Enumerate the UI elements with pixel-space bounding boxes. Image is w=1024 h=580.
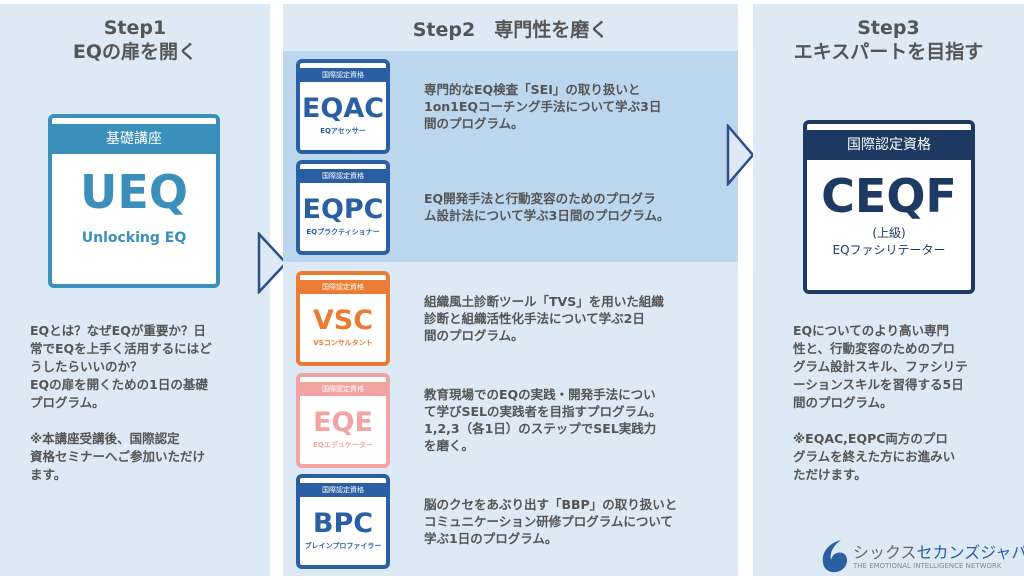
- text-line: 診断と組織活性化手法について学ぶ2日: [424, 310, 645, 326]
- text-line: ム設計法について学ぶ3日間のプログラム。: [424, 208, 670, 223]
- step3-description: EQについてのより高い専門性と、行動変容のためのプログラム設計スキル、ファシリテ…: [793, 322, 968, 484]
- badge-code: EQAC: [301, 93, 385, 124]
- badge-name: EQアセッサー: [320, 127, 366, 135]
- step2-title: Step2 専門性を磨く: [412, 19, 609, 41]
- text-line: EQの扉を開くための1日の基礎: [30, 377, 208, 392]
- badge-eqpc: 国際認定資格 EQPC EQプラクティショナー: [296, 160, 390, 255]
- text-line: て学びSELの実践者を目指すプログラム。: [424, 404, 662, 419]
- text-line: EQ開発手法と行動変容のためのプログラ: [424, 191, 656, 206]
- badge-code: VSC: [312, 305, 374, 336]
- badge-header: 国際認定資格: [300, 280, 386, 294]
- text-line: 学ぶ1日のプログラム。: [424, 530, 558, 546]
- text-line: グラム設計スキル、ファシリテ: [793, 359, 968, 374]
- text-line: 資格セミナーへご参加いただけ: [30, 449, 206, 464]
- badge-header: 国際認定資格: [300, 483, 386, 497]
- badge-header: 国際認定資格: [300, 382, 386, 396]
- logo-mark-icon: [822, 540, 847, 573]
- text-line: 1,2,3（各1日）のステップでSEL実践力: [424, 421, 657, 436]
- text-line: コミュニケーション研修プログラムについて: [424, 513, 674, 529]
- text-line: ます。: [30, 467, 67, 482]
- text-line: EQについてのより高い専門: [793, 323, 950, 338]
- program-description: EQ開発手法と行動変容のためのプログラム設計法について学ぶ3日間のプログラム。: [424, 190, 669, 224]
- badge-name: EQエデュケーター: [313, 441, 373, 449]
- text-line: ただけます。: [793, 467, 867, 482]
- badge-header: 国際認定資格: [300, 68, 386, 82]
- text-line: EQとは？なぜEQが重要か？日: [30, 323, 206, 338]
- badge-code: BPC: [312, 508, 374, 539]
- text-line: ーションスキルを習得する5日: [793, 377, 964, 392]
- badge-eqe: 国際認定資格 EQE EQエデュケーター: [296, 373, 390, 468]
- badge-bpc: 国際認定資格 BPC ブレインプロファイラー: [296, 474, 390, 569]
- text-line: プログラム。: [30, 395, 105, 410]
- program-description: 脳のクセをあぶり出す「BBP」の取り扱いとコミュニケーション研修プログラムについ…: [424, 496, 677, 547]
- arrow-right-icon: [257, 232, 288, 294]
- text-line: うしたらいいのか？: [30, 359, 143, 374]
- text-line: 脳のクセをあぶり出す「BBP」の取り扱いと: [424, 496, 678, 512]
- step2-panel: Step2 専門性を磨く 国際認定資格 EQAC EQアセッサー 専門的なEQ検査「S…: [283, 4, 738, 576]
- badge-name: EQプラクティショナー: [306, 228, 380, 236]
- text-line: を磨く。: [424, 438, 475, 453]
- text-line: 間のプログラム。: [424, 115, 524, 131]
- text-line: 間のプログラム。: [793, 395, 893, 410]
- badge-name: ブレインプロファイラー: [304, 542, 382, 550]
- text-line: 教育現場でのEQの実践・開発手法につい: [424, 387, 656, 402]
- text-line: グラムを終えた方にお進みい: [793, 449, 956, 464]
- text-line: 常でEQを上手く活用するにはど: [30, 341, 212, 356]
- badge-vsc: 国際認定資格 VSC VSコンサルタント: [296, 271, 390, 366]
- text-line: 組織風土診断ツール「TVS」を用いた組織: [424, 293, 664, 309]
- badge-eqac: 国際認定資格 EQAC EQアセッサー: [296, 59, 390, 154]
- program-description: 組織風土診断ツール「TVS」を用いた組織診断と組織活性化手法について学ぶ2日間の…: [424, 293, 664, 344]
- text-line: 専門的なEQ検査「SEI」の取り扱いと: [424, 81, 641, 97]
- text-line: ※本講座受講後、国際認定: [30, 431, 180, 446]
- text-line: [30, 412, 212, 430]
- text-line: 性と、行動変容のためのプロ: [793, 341, 956, 356]
- arrow-right-icon: [726, 124, 755, 186]
- text-line: 間のプログラム。: [424, 327, 524, 343]
- badge-header: 国際認定資格: [300, 169, 386, 183]
- step1-description: EQとは？なぜEQが重要か？日常でEQを上手く活用するにはどうしたらいいのか？ E…: [30, 322, 212, 484]
- company-logo: シックスセカンズジャパン THE EMOTIONAL INTELLIGENCE …: [819, 538, 1024, 574]
- ceqf-badge: 国際認定資格 CEQF (上級) EQファシリテーター: [803, 120, 975, 294]
- text-line: [793, 412, 968, 430]
- ueq-badge: 基礎講座 UEQ Unlocking EQ: [48, 114, 220, 288]
- text-line: 1on1EQコーチング手法について学ぶ3日: [424, 98, 662, 114]
- text-line: ※EQAC,EQPC両方のプロ: [793, 431, 948, 446]
- badge-code: EQE: [313, 407, 373, 438]
- badge-name: VSコンサルタント: [313, 339, 373, 347]
- badge-code: EQPC: [302, 194, 384, 225]
- program-description: 教育現場でのEQの実践・開発手法について学びSELの実践者を目指すプログラム。 1…: [424, 386, 662, 454]
